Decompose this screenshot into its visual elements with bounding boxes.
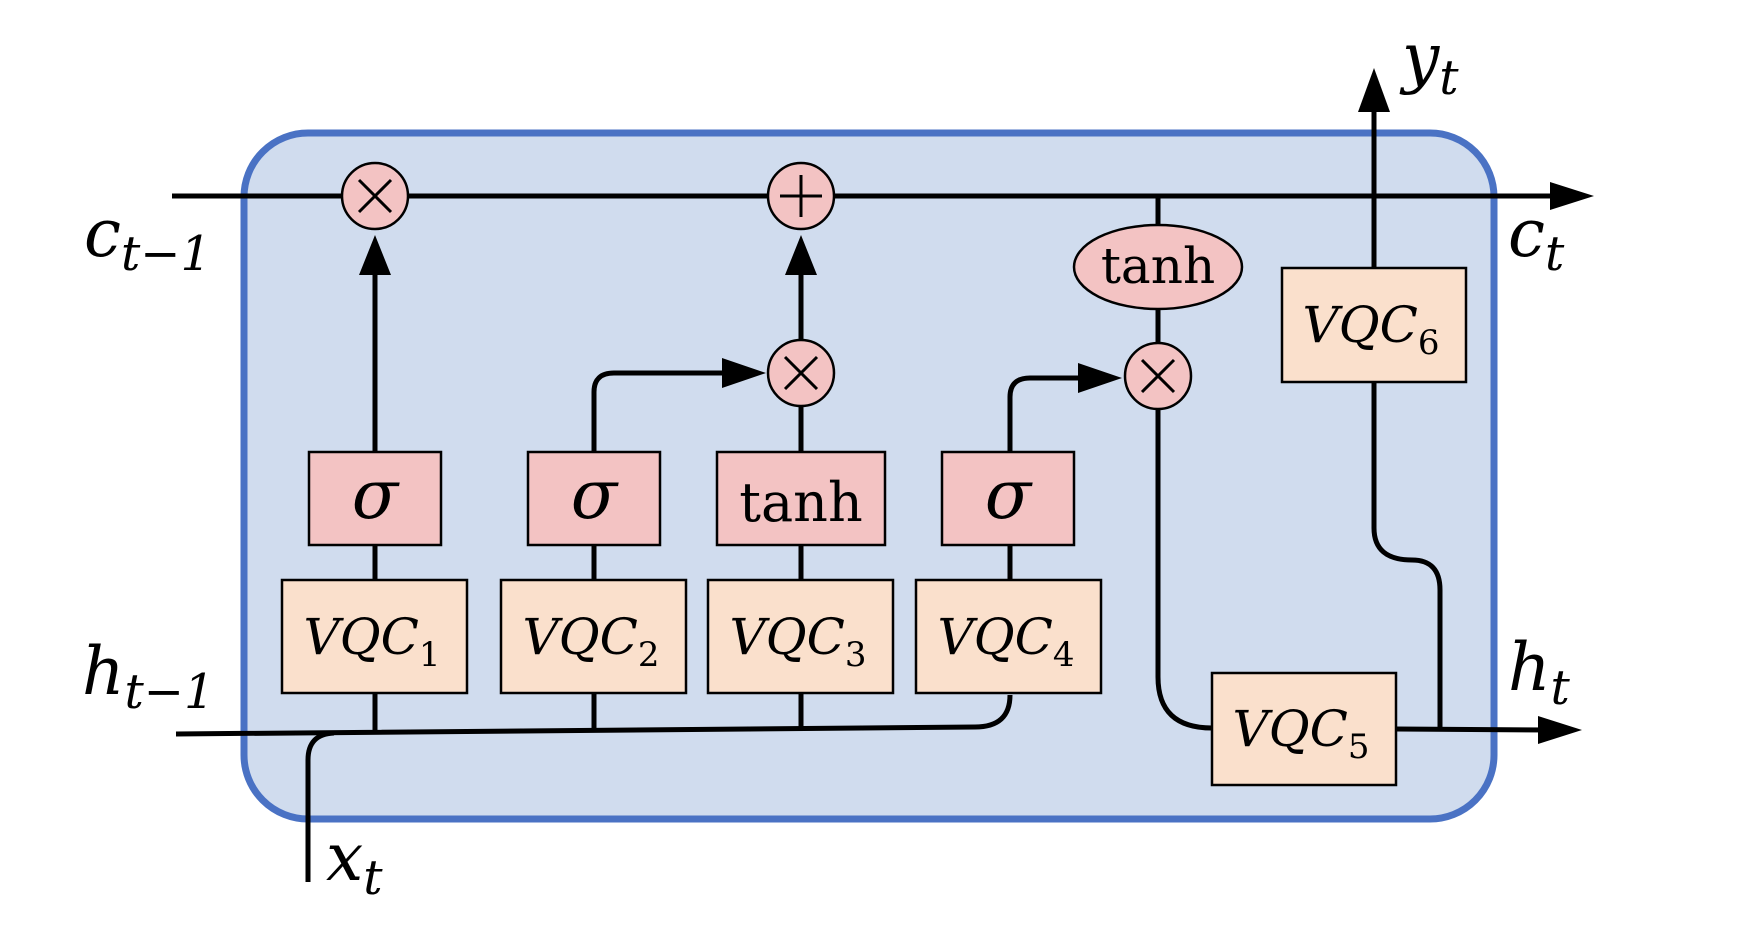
vqc2-box: VQC2 — [499, 578, 688, 695]
vqc-sub: 2 — [638, 635, 660, 675]
vqc-sub: 3 — [845, 635, 867, 675]
vqc-name: VQC — [730, 608, 845, 666]
h-next-symbol: h — [1508, 629, 1551, 706]
h-next-sub: t — [1551, 660, 1571, 716]
c-prev-sub: t−1 — [121, 226, 211, 282]
vqc-name: VQC — [1303, 296, 1418, 354]
y-sub: t — [1439, 50, 1459, 106]
x-label: xt — [326, 819, 383, 906]
svg-text:VQC4: VQC4 — [938, 608, 1075, 675]
hidden-output-arrow — [1538, 716, 1582, 744]
h-next-label: ht — [1508, 629, 1571, 716]
h-prev-sub: t−1 — [125, 664, 215, 720]
input-multiply-op — [766, 338, 836, 408]
output-gate-line — [1007, 375, 1090, 452]
x-input-line — [305, 730, 335, 882]
candidate-tanh-box: tanh — [715, 450, 887, 547]
y-symbol: y — [1399, 19, 1440, 96]
svg-text:VQC1: VQC1 — [304, 608, 441, 675]
h-prev-label: ht−1 — [82, 633, 215, 720]
cell-add-op — [766, 161, 836, 231]
vqc-sub: 4 — [1053, 635, 1075, 675]
sigma-label: σ — [352, 456, 400, 535]
sigma-label: σ — [571, 456, 619, 535]
cell-state-arrow — [1550, 182, 1594, 210]
vqc4-box: VQC4 — [914, 578, 1103, 695]
svg-text:VQC2: VQC2 — [523, 608, 660, 675]
forget-gate-arrow — [359, 235, 391, 275]
candidate-to-add-arrow — [785, 235, 817, 275]
cell-tanh-label: tanh — [1101, 237, 1215, 295]
x-symbol: x — [326, 819, 363, 896]
vqc-name: VQC — [1233, 700, 1348, 758]
svg-text:VQC3: VQC3 — [730, 608, 867, 675]
output-gate-arrow — [1078, 363, 1122, 393]
x-sub: t — [363, 850, 383, 906]
vqc-name: VQC — [938, 608, 1053, 666]
cell-tanh-op: tanh — [1072, 223, 1244, 311]
output-sigma-box: σ — [940, 450, 1076, 547]
y-label: yt — [1399, 19, 1459, 106]
h-prev-symbol: h — [82, 633, 125, 710]
vqc3-box: VQC3 — [706, 578, 895, 695]
hidden-input-line — [175, 694, 1013, 737]
forget-sigma-box: σ — [307, 450, 443, 547]
output-to-vqc5-line — [1155, 408, 1213, 731]
c-prev-label: ct−1 — [84, 195, 211, 282]
vqc-sub: 6 — [1418, 323, 1440, 363]
svg-text:VQC6: VQC6 — [1303, 296, 1440, 363]
tanh-label: tanh — [739, 471, 862, 534]
c-next-sub: t — [1545, 226, 1565, 282]
vqc6-box: VQC6 — [1280, 266, 1468, 384]
vqc5-box: VQC5 — [1210, 671, 1398, 787]
c-next-label: ct — [1508, 195, 1565, 282]
hidden-to-vqc6-line — [1371, 382, 1443, 729]
hidden-output-line — [1395, 726, 1551, 733]
vqc1-box: VQC1 — [280, 578, 469, 695]
c-prev-symbol: c — [84, 195, 121, 272]
vqc-name: VQC — [523, 608, 638, 666]
input-gate-line — [591, 370, 735, 452]
output-multiply-op — [1123, 341, 1193, 411]
input-gate-arrow — [722, 358, 766, 388]
vqc-name: VQC — [304, 608, 419, 666]
y-output-arrow — [1358, 68, 1390, 112]
forget-multiply-op — [340, 161, 410, 231]
c-next-symbol: c — [1508, 195, 1545, 272]
sigma-label: σ — [985, 456, 1033, 535]
vqc-sub: 5 — [1348, 727, 1370, 767]
input-sigma-box: σ — [526, 450, 662, 547]
svg-text:VQC5: VQC5 — [1233, 700, 1370, 767]
vqc-sub: 1 — [419, 635, 441, 675]
